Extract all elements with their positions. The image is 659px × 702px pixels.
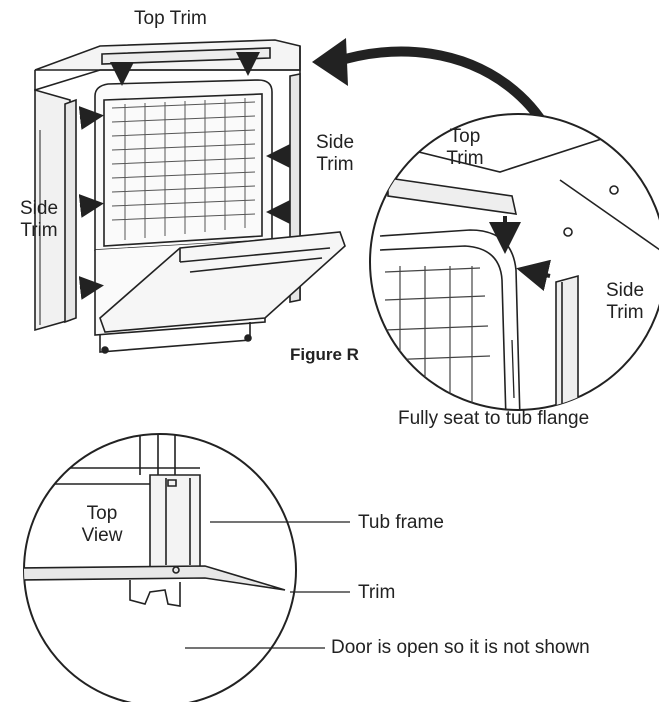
label-side-trim-left-line1: Side [19,198,59,219]
arrow-detail-left [516,259,551,291]
label-side-trim-right: Side Trim [310,132,360,176]
main-arrows [78,52,290,300]
fully-seat-leader [511,339,515,399]
label-fully-seat: Fully seat to tub flange [398,408,590,429]
label-top-view: Top View [74,503,130,547]
arrow-left-2 [78,194,104,218]
label-top-trim-detail: Top Trim [440,126,490,170]
tub-frame [94,79,273,251]
label-trim: Trim [358,582,396,603]
label-top-trim-detail-line2: Trim [446,148,484,169]
dishwasher-illustration [34,39,346,354]
figure-caption: Figure R [290,345,359,364]
label-top-view-line2: View [81,525,123,546]
label-side-trim-left-line2: Trim [20,220,58,241]
arrow-left-3 [78,276,104,300]
top-trim-bar [101,47,271,65]
trim-flange [24,565,286,591]
tub-frame-channel [149,474,201,571]
detail-circle [369,113,659,411]
top-view-circle [23,433,350,702]
label-top-trim-detail-line1: Top [449,126,481,147]
label-side-trim-right-line2: Trim [316,154,354,175]
label-side-trim-left: Side Trim [14,198,64,242]
label-door-open: Door is open so it is not shown [331,637,590,658]
label-tub-frame: Tub frame [358,512,444,533]
detail-side-trim [555,274,579,410]
label-top-view-line1: Top [86,503,118,524]
label-top-trim: Top Trim [134,8,207,29]
label-side-trim-detail: Side Trim [600,280,650,324]
label-side-trim-detail-line2: Trim [606,302,644,323]
label-side-trim-right-line1: Side [315,132,355,153]
label-side-trim-detail-line1: Side [605,280,645,301]
side-trim-left-strip [64,98,77,324]
arrow-left-1 [78,106,104,130]
